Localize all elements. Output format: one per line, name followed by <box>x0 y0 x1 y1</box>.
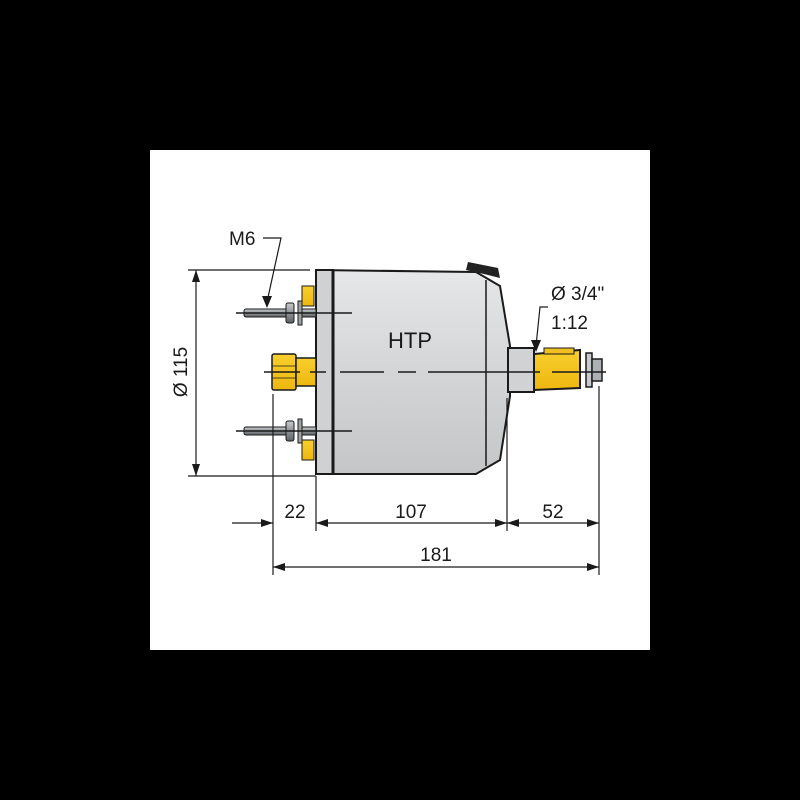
thread-leader <box>262 237 282 308</box>
diameter-dimension <box>188 269 316 477</box>
pump-body <box>315 262 511 475</box>
extension-lines <box>272 386 600 575</box>
flange-depth-label: 22 <box>284 502 305 523</box>
thread-label: M6 <box>229 229 255 250</box>
shaft-leader <box>531 306 548 352</box>
total-length-label: 181 <box>420 545 452 566</box>
product-label: HTP <box>388 328 432 353</box>
shaft-length-label: 52 <box>542 502 563 523</box>
diameter-label: Ø 115 <box>171 347 192 397</box>
taper-label: 1:12 <box>551 313 588 334</box>
hydraulic-port-fittings <box>271 285 317 461</box>
output-shaft <box>507 347 603 393</box>
shaft-diameter-label: Ø 3/4" <box>551 284 604 305</box>
center-lines <box>236 312 606 432</box>
body-length-label: 107 <box>395 502 427 523</box>
